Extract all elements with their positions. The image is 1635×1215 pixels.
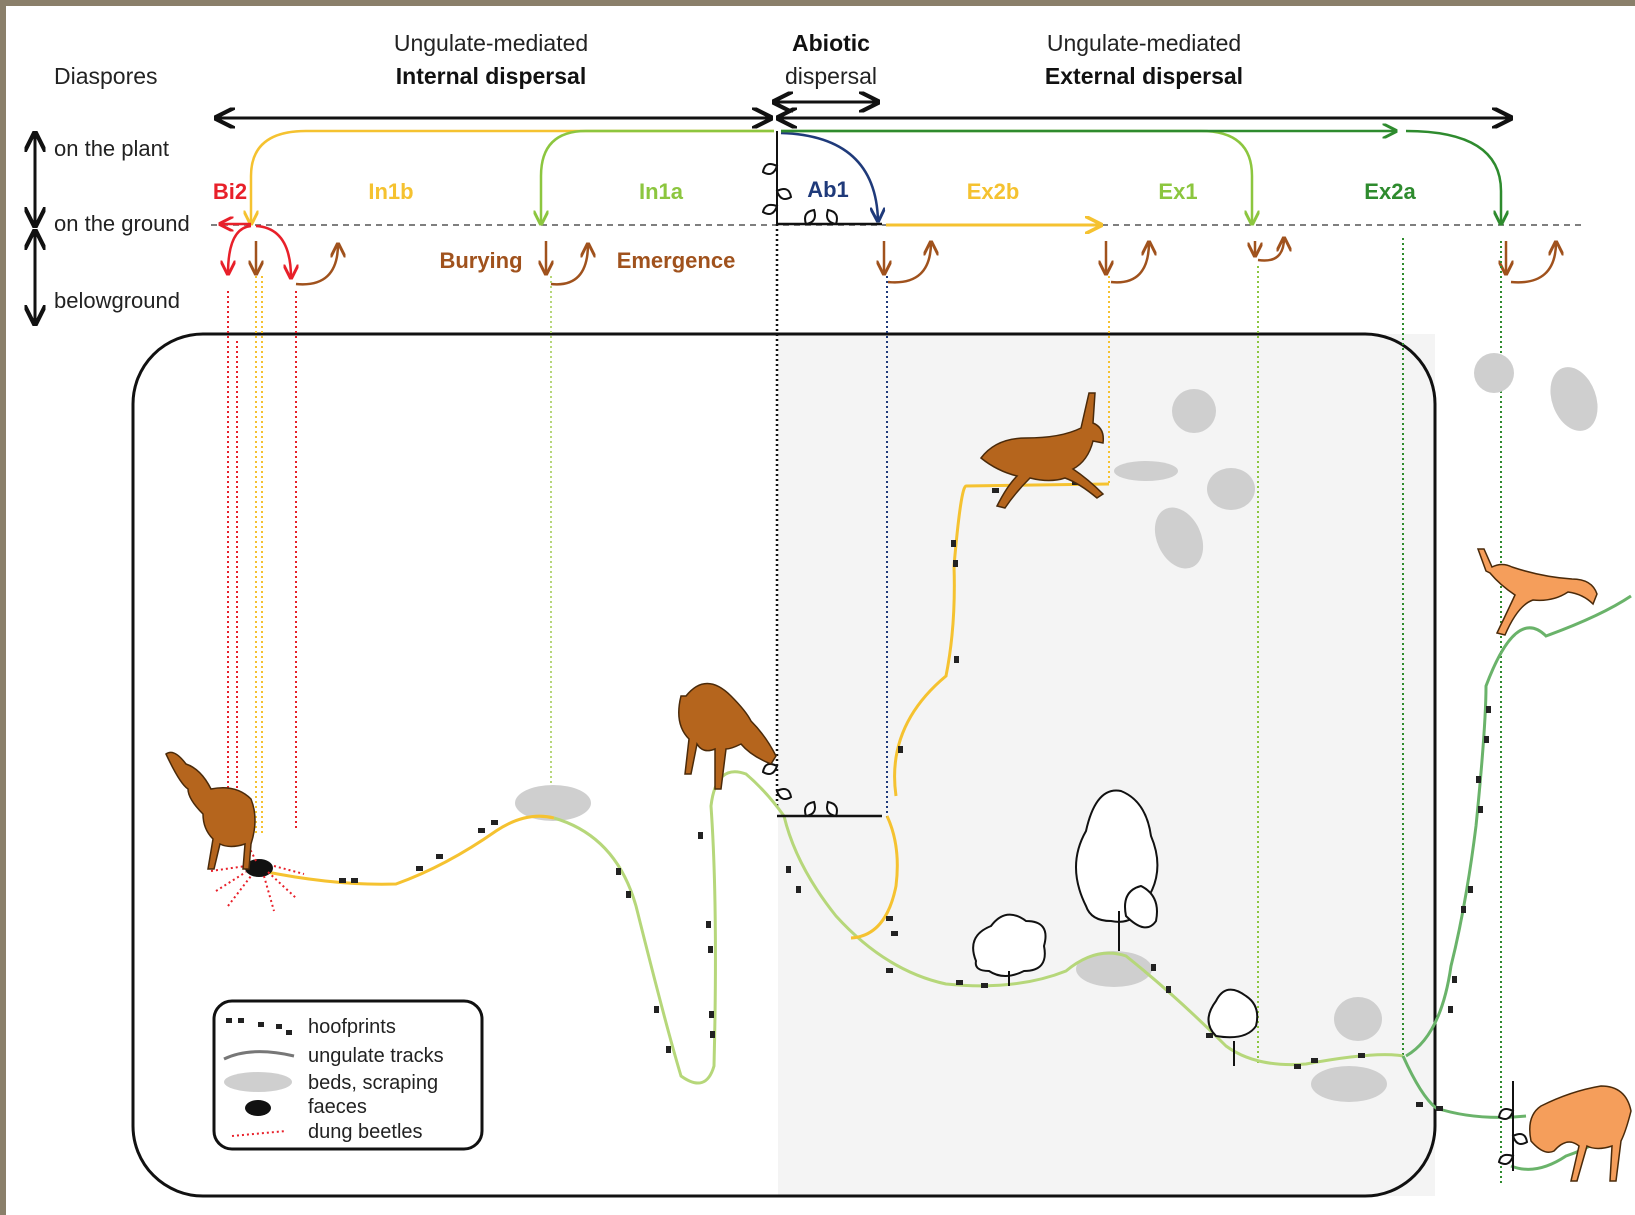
svg-text:Abiotic: Abiotic bbox=[792, 30, 870, 56]
svg-text:Ungulate-mediated: Ungulate-mediated bbox=[1047, 30, 1241, 56]
connector-lines bbox=[227, 224, 1502, 1186]
hoofprints bbox=[339, 480, 1491, 1111]
dispersal-diagram: Ungulate-mediated Internal dispersal Abi… bbox=[6, 30, 1632, 1198]
legend-hoofprints-label: hoofprints bbox=[308, 1016, 396, 1038]
deer-buck-grazing-right bbox=[1529, 1085, 1632, 1182]
burying-label: Burying bbox=[439, 248, 522, 273]
svg-text:dispersal: dispersal bbox=[785, 63, 877, 89]
faeces-cluster bbox=[210, 840, 305, 912]
deer-buck-running-right bbox=[1476, 548, 1598, 636]
external-shade bbox=[778, 334, 1435, 1196]
bi2-label: Bi2 bbox=[213, 179, 247, 204]
on-the-plant-label: on the plant bbox=[54, 136, 169, 161]
legend: hoofprints ungulate tracks beds, scrapin… bbox=[212, 999, 484, 1151]
svg-text:Internal dispersal: Internal dispersal bbox=[396, 63, 586, 89]
svg-text:Ungulate-mediated: Ungulate-mediated bbox=[394, 30, 588, 56]
plant-stem-right bbox=[1497, 1081, 1529, 1171]
bi2-down-right bbox=[255, 224, 291, 278]
plant-stem-upper bbox=[761, 131, 882, 226]
header-external: Ungulate-mediated External dispersal bbox=[1045, 30, 1243, 89]
habitat-frame bbox=[131, 332, 1437, 1198]
in1b-track bbox=[261, 814, 555, 886]
bi2-down-left bbox=[228, 224, 252, 274]
legend-beds-swatch bbox=[224, 1072, 292, 1092]
ab1-arrow bbox=[780, 131, 878, 221]
ex1-arrow bbox=[781, 129, 1252, 224]
belowground-label: belowground bbox=[54, 288, 180, 313]
diaspores-title: Diaspores bbox=[54, 63, 158, 89]
deer-roebuck-running bbox=[979, 392, 1105, 509]
plant-stem-lower bbox=[761, 763, 882, 818]
emergence-label: Emergence bbox=[617, 248, 736, 273]
header-abiotic: Abiotic dispersal bbox=[785, 30, 877, 89]
tree-tall bbox=[1075, 789, 1159, 951]
ex1-label: Ex1 bbox=[1158, 179, 1197, 204]
beds-scrapings bbox=[515, 353, 1598, 1102]
legend-tracks-swatch bbox=[223, 1050, 295, 1061]
ab1-label: Ab1 bbox=[807, 177, 849, 202]
burying-emergence-arrows bbox=[256, 238, 1556, 286]
ex2a-drop-arrow bbox=[1405, 129, 1501, 224]
shrub-1 bbox=[972, 913, 1047, 986]
ex2a-track bbox=[1401, 594, 1632, 1119]
legend-hoofprints-swatch bbox=[226, 1018, 292, 1035]
legend-beetles-swatch bbox=[231, 1130, 287, 1137]
deer-roe-fawn bbox=[165, 751, 256, 870]
header-internal: Ungulate-mediated Internal dispersal bbox=[394, 30, 588, 89]
legend-tracks-label: ungulate tracks bbox=[308, 1045, 444, 1067]
ex2b-track bbox=[850, 482, 1110, 940]
figure-frame: Ungulate-mediated Internal dispersal Abi… bbox=[6, 6, 1635, 1215]
legend-beetles-label: dung beetles bbox=[308, 1121, 423, 1143]
in1a-label: In1a bbox=[639, 179, 684, 204]
legend-faeces-swatch bbox=[245, 1100, 271, 1116]
in1b-label: In1b bbox=[368, 179, 413, 204]
legend-faeces-label: faeces bbox=[308, 1096, 367, 1118]
ex2a-label: Ex2a bbox=[1364, 179, 1416, 204]
shrub-2 bbox=[1207, 988, 1259, 1066]
legend-beds-label: beds, scraping bbox=[308, 1072, 438, 1094]
svg-text:External dispersal: External dispersal bbox=[1045, 63, 1243, 89]
deer-roe-grazing bbox=[678, 682, 777, 790]
in1a-arrow bbox=[541, 129, 774, 224]
in1a-track bbox=[553, 770, 1404, 1085]
on-the-ground-label: on the ground bbox=[54, 211, 190, 236]
in1b-arrow bbox=[251, 129, 774, 224]
ex2b-label: Ex2b bbox=[967, 179, 1020, 204]
